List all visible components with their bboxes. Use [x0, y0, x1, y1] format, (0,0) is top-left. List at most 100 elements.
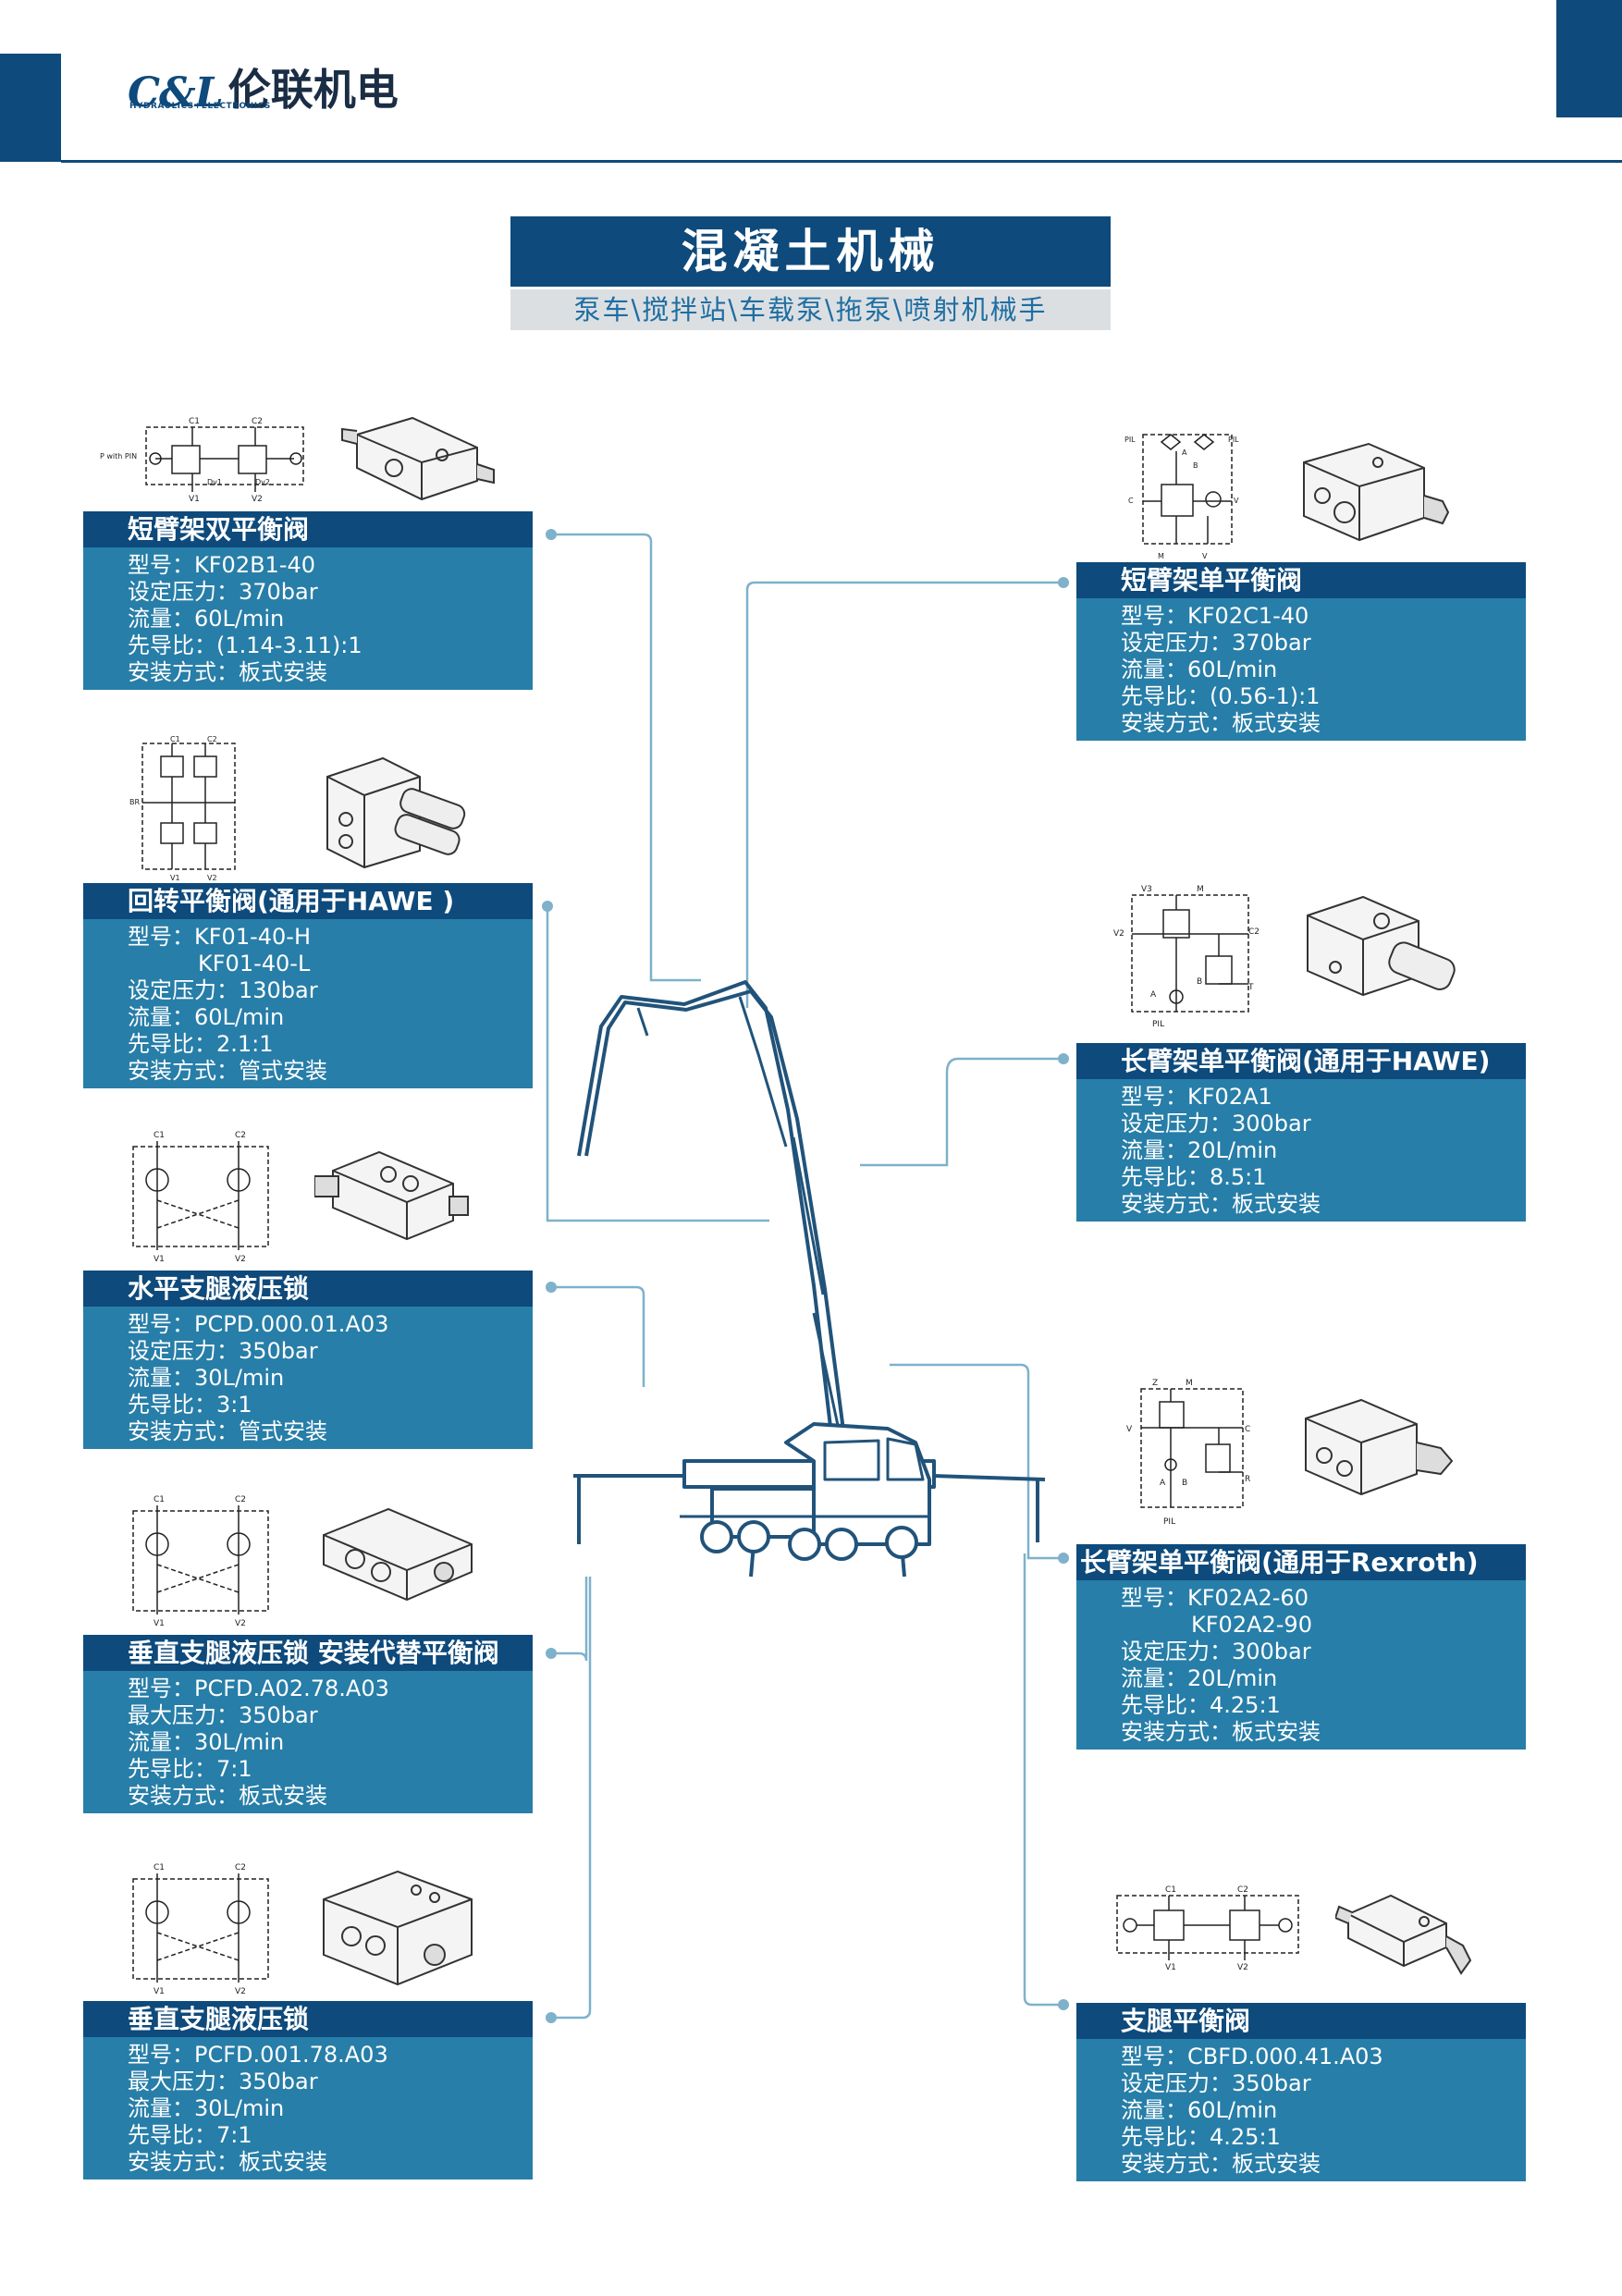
card-title: 垂直支腿液压锁	[83, 2001, 533, 2037]
svg-text:V2: V2	[1237, 1963, 1248, 1972]
product-card-left-1: 短臂架双平衡阀 型号：KF02B1-40 设定压力：370bar 流量：60L/…	[83, 511, 533, 690]
svg-text:PIL: PIL	[1163, 1517, 1175, 1527]
single-balance-valve-schematic-3: Z M V C R A B PIL	[1126, 1379, 1250, 1527]
svg-text:PIL: PIL	[1124, 436, 1136, 444]
card-model: PCFD.001.78.A03	[194, 2042, 388, 2068]
product-card-left-4: 垂直支腿液压锁 安装代替平衡阀 型号：PCFD.A02.78.A03 最大压力：…	[83, 1635, 533, 1813]
card-pressure: 130bar	[239, 977, 318, 1003]
product-card-right-3: 长臂架单平衡阀(通用于Rexroth) 型号：KF02A2-60 KF02A2-…	[1076, 1544, 1526, 1750]
svg-text:C1: C1	[189, 417, 200, 426]
card-mounting: 板式安装	[239, 1783, 327, 1809]
svg-text:R: R	[1245, 1475, 1250, 1484]
card-mounting: 板式安装	[239, 659, 327, 685]
card-model: KF01-40-H	[194, 924, 311, 950]
svg-text:Z: Z	[1152, 1379, 1158, 1388]
card-flow: 30L/min	[194, 1729, 285, 1755]
product-card-left-3: 水平支腿液压锁 型号：PCPD.000.01.A03 设定压力：350bar 流…	[83, 1271, 533, 1449]
svg-text:V2: V2	[207, 874, 217, 882]
card-title: 长臂架单平衡阀(通用于Rexroth)	[1076, 1544, 1526, 1580]
single-balance-valve-schematic-1: PIL PIL C V M V A B	[1124, 434, 1239, 560]
logo-mark: C&L	[128, 69, 224, 117]
svg-text:C: C	[1128, 497, 1134, 505]
svg-text:C1: C1	[154, 1863, 165, 1872]
hydraulic-lock-schematic-3: C1 C2 V1 V2	[132, 1863, 269, 1996]
card-model-2: KF02A2-90	[1191, 1612, 1312, 1638]
card-flow: 20L/min	[1187, 1137, 1278, 1163]
valve-photo-r2	[1307, 895, 1456, 997]
svg-text:C1: C1	[154, 1495, 165, 1504]
pump-truck-illustration	[573, 980, 1046, 1578]
card-model: PCPD.000.01.A03	[194, 1311, 389, 1337]
card-model: PCFD.A02.78.A03	[194, 1676, 389, 1701]
svg-text:A: A	[1182, 448, 1187, 457]
svg-text:B: B	[1182, 1479, 1187, 1488]
svg-text:V2: V2	[235, 1619, 246, 1628]
svg-text:C2: C2	[235, 1863, 246, 1872]
svg-text:C2: C2	[252, 417, 263, 426]
svg-text:C: C	[1245, 1425, 1250, 1434]
svg-text:V1: V1	[154, 1987, 165, 1996]
product-card-right-4: 支腿平衡阀 型号：CBFD.000.41.A03 设定压力：350bar 流量：…	[1076, 2003, 1526, 2181]
svg-text:PIL: PIL	[1228, 436, 1239, 444]
card-pilot-ratio: 3:1	[216, 1392, 252, 1418]
card-flow: 20L/min	[1187, 1665, 1278, 1691]
svg-text:C2: C2	[207, 735, 217, 743]
card-flow: 60L/min	[194, 1004, 285, 1030]
svg-text:C2: C2	[1248, 927, 1260, 937]
product-card-right-1: 短臂架单平衡阀 型号：KF02C1-40 设定压力：370bar 流量：60L/…	[1076, 562, 1526, 741]
page-subtitle: 泵车\搅拌站\车载泵\拖泵\喷射机械手	[510, 289, 1111, 330]
card-pilot-ratio: 7:1	[216, 2122, 252, 2148]
card-mounting: 板式安装	[1232, 1191, 1321, 1217]
header-tab-right	[1556, 0, 1622, 117]
single-balance-valve-schematic-2: V3 M V2 C2 T A B PIL	[1113, 885, 1260, 1029]
card-mounting: 板式安装	[239, 2149, 327, 2175]
svg-text:V1: V1	[170, 874, 180, 882]
product-card-left-2: 回转平衡阀(通用于HAWE ) 型号：KF01-40-H KF01-40-L 设…	[83, 883, 533, 1088]
svg-text:M: M	[1186, 1379, 1193, 1388]
svg-text:PIL: PIL	[1152, 1020, 1164, 1029]
card-pressure: 300bar	[1232, 1111, 1311, 1136]
card-pilot-ratio: 8.5:1	[1210, 1164, 1267, 1190]
logo-subtitle: HYDRAULICS+ELECTRONICS	[129, 102, 271, 111]
svg-text:V1: V1	[189, 495, 200, 504]
card-title: 短臂架双平衡阀	[83, 511, 533, 547]
svg-text:C1: C1	[154, 1131, 165, 1140]
svg-text:M: M	[1197, 885, 1204, 894]
valve-photo-2	[326, 756, 466, 869]
product-card-left-5: 垂直支腿液压锁 型号：PCFD.001.78.A03 最大压力：350bar 流…	[83, 2001, 533, 2179]
header-tab-left	[0, 54, 61, 162]
svg-text:V2: V2	[235, 1987, 246, 1996]
header-rule	[61, 160, 1622, 163]
valve-photo-r3	[1305, 1398, 1454, 1496]
svg-text:C2: C2	[1237, 1885, 1248, 1895]
card-flow: 60L/min	[1187, 657, 1278, 682]
card-mounting: 板式安装	[1232, 1719, 1321, 1745]
svg-text:V2: V2	[1113, 929, 1124, 939]
company-logo: C&L HYDRAULICS+ELECTRONICS 伦联机电	[128, 61, 399, 117]
svg-text:V1: V1	[154, 1619, 165, 1628]
card-pilot-ratio: 4.25:1	[1210, 1692, 1281, 1718]
svg-text:C2: C2	[235, 1495, 246, 1504]
card-pilot-ratio: 4.25:1	[1210, 2124, 1281, 2150]
svg-text:V3: V3	[1141, 885, 1152, 894]
svg-text:V: V	[1202, 552, 1208, 560]
valve-photo-1	[341, 416, 495, 501]
svg-text:C2: C2	[235, 1131, 246, 1140]
valve-photo-r1	[1303, 442, 1450, 542]
card-title: 水平支腿液压锁	[83, 1271, 533, 1307]
card-model-2: KF01-40-L	[198, 951, 311, 976]
card-mounting: 板式安装	[1232, 710, 1321, 736]
card-flow: 60L/min	[194, 606, 285, 632]
valve-photo-4	[323, 1507, 473, 1602]
svg-text:A: A	[1160, 1479, 1166, 1488]
svg-text:V2: V2	[235, 1255, 246, 1264]
card-model: CBFD.000.41.A03	[1187, 2044, 1383, 2069]
card-mounting: 管式安装	[239, 1058, 327, 1084]
outrigger-balance-valve-schematic: C1 C2 V1 V2	[1116, 1885, 1299, 1972]
card-title: 长臂架单平衡阀(通用于HAWE)	[1076, 1043, 1526, 1079]
card-pressure: 350bar	[239, 1338, 318, 1364]
svg-text:BR: BR	[129, 798, 140, 806]
card-pilot-ratio: 2.1:1	[216, 1031, 274, 1057]
card-model: KF02C1-40	[1187, 603, 1309, 629]
